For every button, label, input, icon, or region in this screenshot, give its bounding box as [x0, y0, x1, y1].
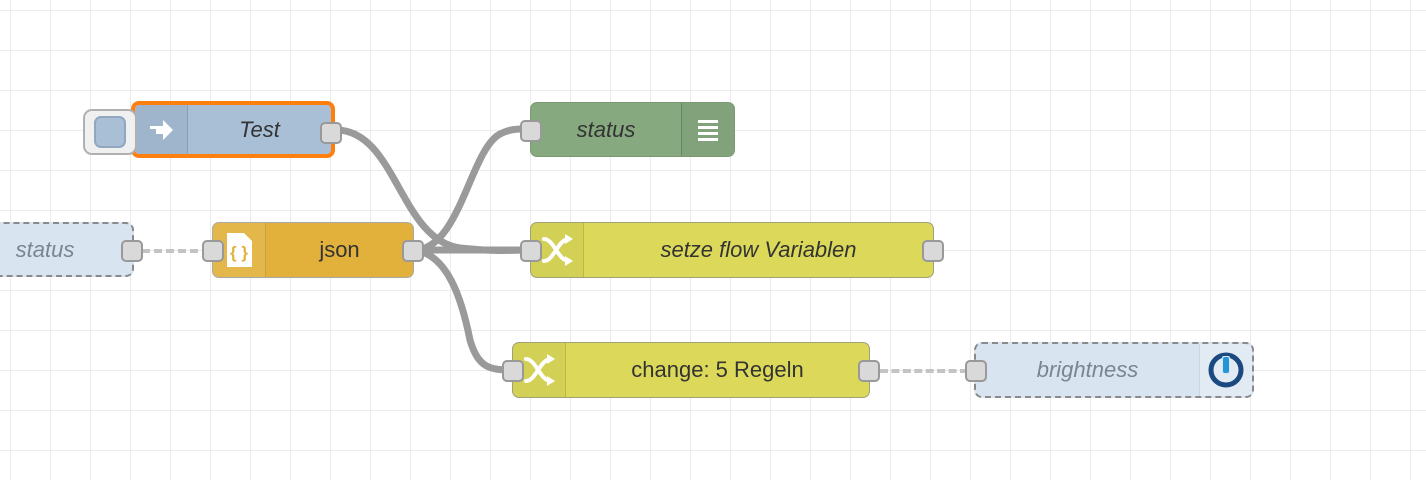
inject-trigger-button[interactable]	[83, 109, 137, 155]
svg-text:{ }: { }	[230, 243, 248, 262]
node-label: status	[576, 116, 636, 142]
node-label: brightness	[1036, 357, 1139, 382]
node-link-in-status[interactable]: status	[0, 222, 143, 277]
input-port[interactable]	[502, 360, 524, 382]
wire-json-to-change-rules[interactable]	[410, 246, 516, 374]
output-port[interactable]	[858, 360, 880, 382]
link-dash-change-brightness	[880, 369, 968, 373]
output-port[interactable]	[922, 240, 944, 262]
input-port[interactable]	[965, 360, 987, 382]
node-label: Test	[239, 116, 280, 142]
link-out-power-icon	[1199, 344, 1252, 396]
output-port[interactable]	[121, 240, 143, 262]
node-label: setze flow Variablen	[660, 237, 857, 262]
input-port[interactable]	[520, 120, 542, 142]
output-port[interactable]	[320, 122, 342, 144]
inject-arrow-icon	[135, 105, 188, 154]
node-change-rules[interactable]: change: 5 Regeln	[502, 342, 880, 398]
inject-trigger-inner	[94, 116, 126, 148]
node-change-flow-variablen[interactable]: setze flow Variablen	[520, 222, 944, 278]
node-debug-status[interactable]: status	[520, 102, 776, 157]
node-link-out-brightness[interactable]: brightness	[965, 342, 1254, 398]
link-dash-status-json	[142, 249, 210, 253]
debug-lines-icon	[681, 103, 734, 156]
input-port[interactable]	[520, 240, 542, 262]
node-inject-test[interactable]: Test	[83, 102, 342, 157]
wire-json-to-debug[interactable]	[410, 125, 534, 254]
input-port[interactable]	[202, 240, 224, 262]
node-label: json	[319, 237, 360, 262]
node-label: status	[15, 236, 75, 262]
output-port[interactable]	[402, 240, 424, 262]
node-label: change: 5 Regeln	[631, 357, 804, 382]
node-json[interactable]: { } json	[202, 222, 424, 278]
